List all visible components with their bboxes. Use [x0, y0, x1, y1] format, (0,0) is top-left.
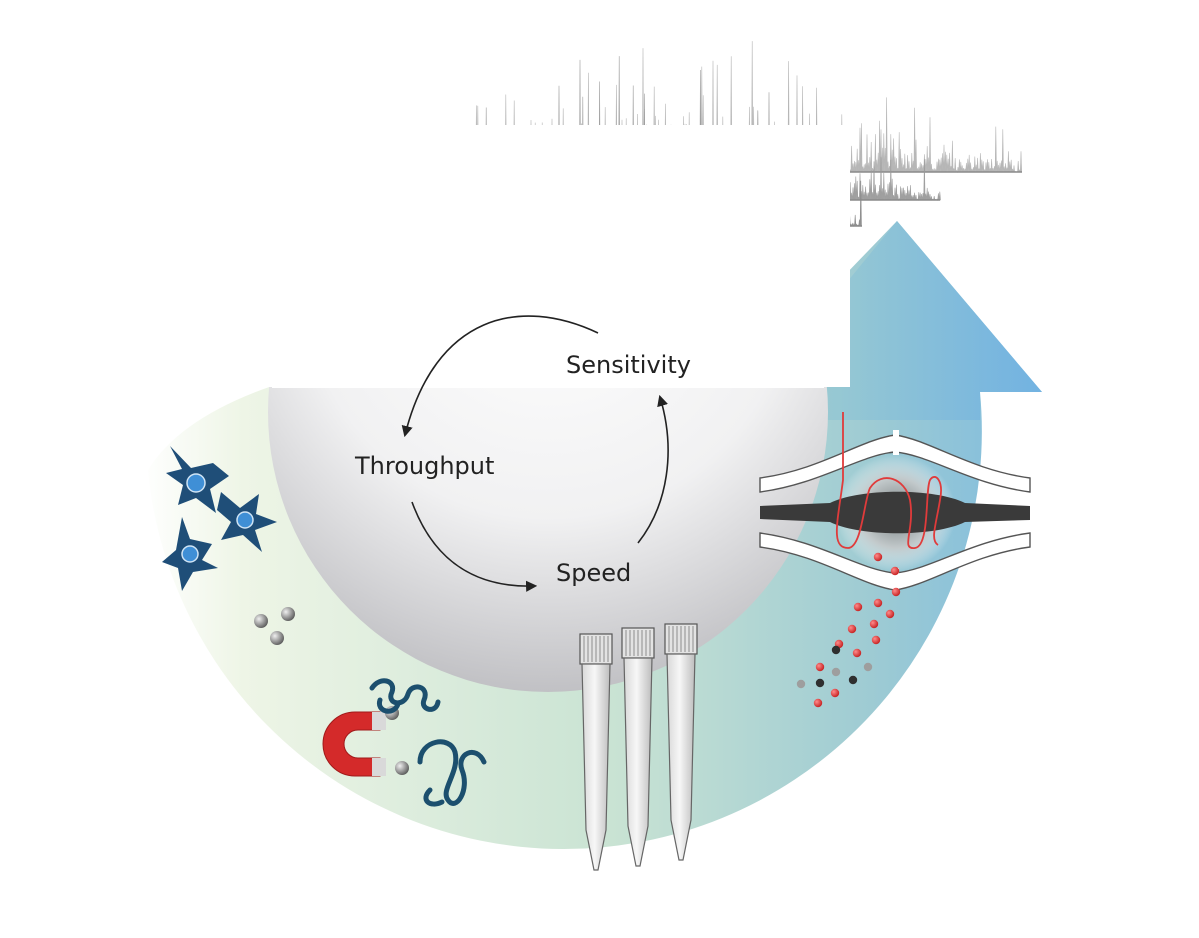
- beads-group: [254, 607, 295, 645]
- peptide-ion-icon: [815, 662, 825, 672]
- peptide-ion-icon: [885, 609, 895, 619]
- peptide-chain: [835, 412, 942, 549]
- peptide-ion-icon: [830, 688, 840, 698]
- sample-tubes: [579, 623, 698, 871]
- peptide-ion-icon: [873, 598, 883, 608]
- peptide-ion-icon: [853, 602, 863, 612]
- peptide-ion-icon: [890, 566, 900, 576]
- peptide-ion-icon: [848, 675, 858, 685]
- cells-group: [162, 446, 277, 591]
- sample-tube-icon: [579, 633, 613, 871]
- peptide-ion-icon: [873, 552, 883, 562]
- sample-tube-icon: [664, 623, 698, 861]
- bead-icon: [281, 607, 295, 621]
- bead-icon: [270, 631, 284, 645]
- sample-tube-icon: [621, 627, 655, 867]
- peptide-ion-icon: [869, 619, 879, 629]
- arrow-speed-to-sensitivity: [637, 394, 669, 544]
- arrow-throughput-to-speed: [411, 501, 538, 592]
- emitter-icon: [759, 412, 1031, 593]
- label-throughput: Throughput: [354, 452, 494, 480]
- label-speed: Speed: [556, 559, 631, 587]
- bead-icon: [254, 614, 268, 628]
- cell-icon: [217, 492, 277, 552]
- peptide-ions: [796, 552, 901, 708]
- peptide-ion-icon: [815, 678, 825, 688]
- arrow-sensitivity-to-throughput: [401, 315, 599, 438]
- peptide-ion-icon: [871, 635, 881, 645]
- protein-icon: [417, 739, 487, 807]
- cell-icon: [162, 517, 218, 591]
- peptide-ion-icon: [891, 587, 901, 597]
- peptide-ion-icon: [847, 624, 857, 634]
- peptide-ion-icon: [796, 679, 806, 689]
- protein-icon: [369, 678, 441, 714]
- cell-icon: [166, 446, 229, 513]
- peptide-ion-icon: [852, 648, 862, 658]
- peptide-ion-icon: [831, 667, 841, 677]
- peptide-ion-icon: [831, 645, 841, 655]
- peptide-ion-icon: [813, 698, 823, 708]
- cycle-arrows: [401, 315, 669, 592]
- peptide-ion-icon: [863, 662, 873, 672]
- label-sensitivity: Sensitivity: [566, 351, 691, 379]
